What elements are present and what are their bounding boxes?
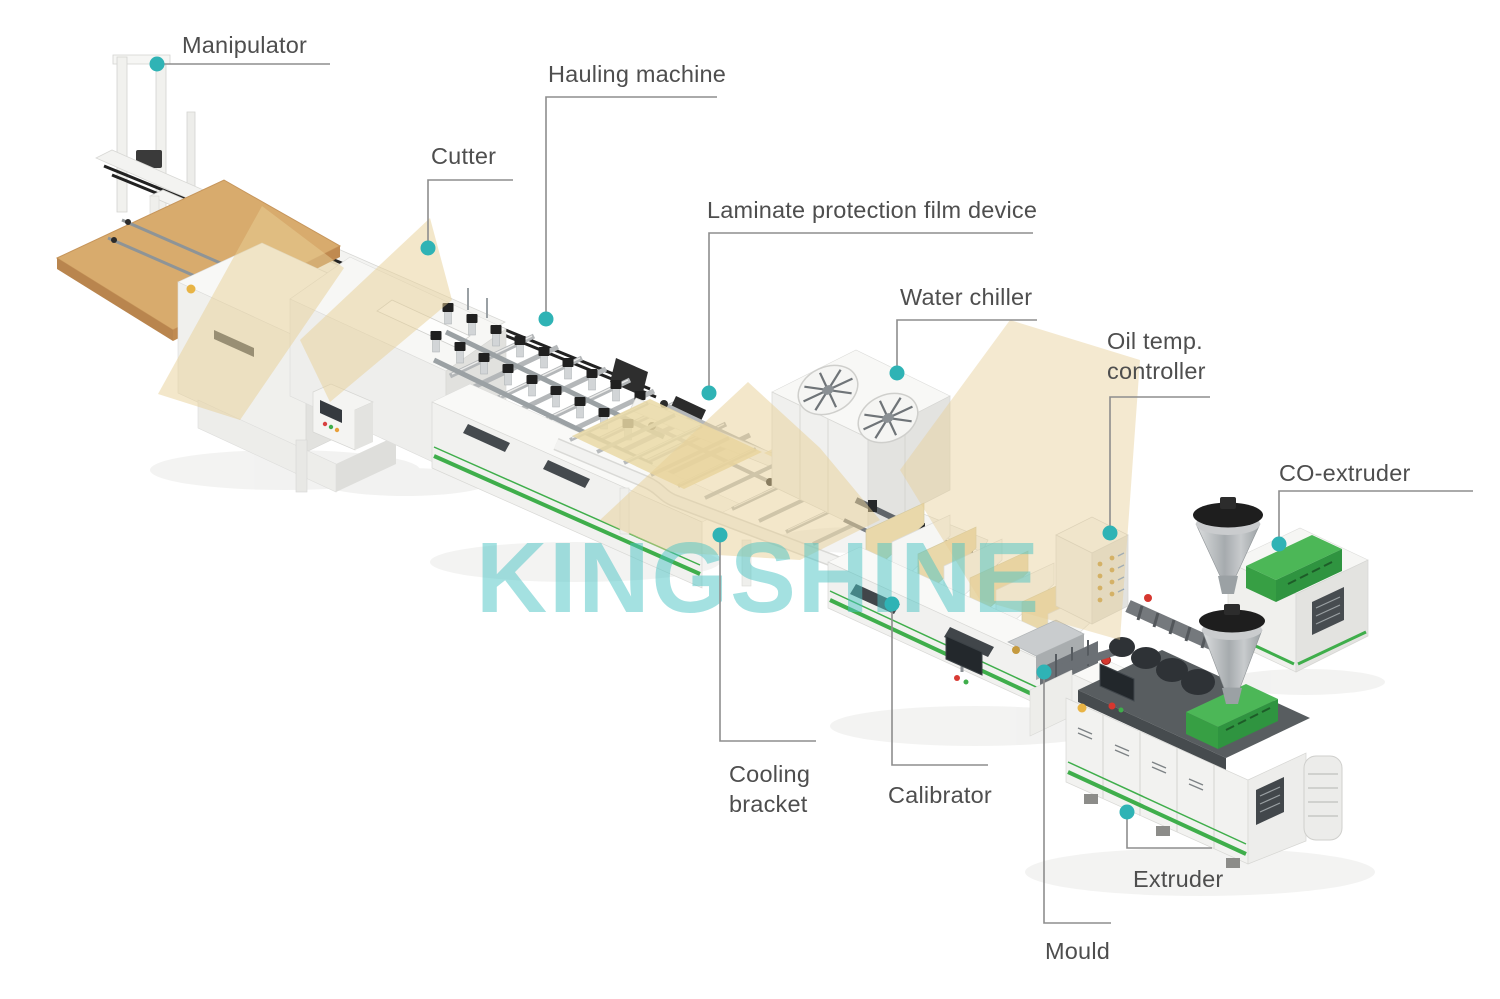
panel-vents [1077, 727, 1204, 791]
hauling-leader [545, 96, 717, 317]
oil-temp-dot [1102, 525, 1118, 541]
watermark-text: KINGSHINE [476, 522, 1041, 634]
manipulator-dot [149, 56, 165, 72]
extruder-dot [1119, 804, 1135, 820]
calibrator-leader [891, 606, 988, 766]
hauling-dot [538, 311, 554, 327]
green-hood-front [1246, 566, 1276, 602]
vent-grille [543, 460, 590, 488]
green-hood-top [1186, 684, 1278, 727]
chiller-fan [797, 364, 859, 416]
chiller-fan [857, 392, 919, 444]
co-hopper-lid [1193, 502, 1263, 528]
panel-seams [1102, 715, 1215, 849]
pedestal-screen [320, 400, 342, 423]
label-oil-temp-controller: Oil temp. controller [1107, 328, 1206, 384]
heater-dome [1181, 669, 1215, 695]
brass-fitting [1012, 646, 1020, 654]
green-stripe [1297, 630, 1367, 666]
brand-sun-logo [1077, 703, 1087, 713]
extruder-leader [1126, 814, 1212, 849]
cooling-bracket-leader [719, 537, 816, 742]
label-co-extruder: CO-extruder [1279, 460, 1411, 486]
mould-leader [1043, 674, 1111, 924]
green-hood-front [1186, 712, 1218, 749]
water-chiller-dot [889, 365, 905, 381]
laminate-dot [701, 385, 717, 401]
label-calibrator: Calibrator [888, 782, 992, 808]
green-stripe [433, 454, 701, 576]
label-mould: Mould [1045, 938, 1111, 964]
motor-cylinder [1303, 755, 1343, 841]
mould-dot [1036, 664, 1052, 680]
co-extruder-leader [1278, 490, 1473, 542]
brand-ribbon [158, 206, 1140, 640]
vent-grille [944, 627, 994, 657]
vent-grille [463, 424, 510, 452]
green-hood-side [1276, 549, 1342, 602]
heater-dome [1156, 658, 1188, 682]
annotation-dots [149, 56, 1287, 820]
label-hauling-machine: Hauling machine [548, 61, 727, 87]
label-laminate-film-device: Laminate protection film device [707, 197, 1038, 223]
extruder-screen [1099, 663, 1135, 702]
cutter-dot [420, 240, 436, 256]
co-extruder-dot [1271, 536, 1287, 552]
water-chiller-leader [896, 319, 1037, 371]
label-manipulator: Manipulator [182, 32, 307, 58]
brand-sun-logo [186, 284, 196, 294]
laminate-leader [708, 232, 1033, 391]
annotation-leaders [157, 63, 1473, 924]
green-stripe [1067, 770, 1247, 856]
calibrator-screen [945, 635, 983, 676]
machine-feet [1084, 794, 1240, 868]
cooling-bracket-dot [712, 527, 728, 543]
boom-carriage [610, 358, 648, 396]
label-extruder: Extruder [1133, 866, 1224, 892]
heater-dome [1131, 647, 1161, 669]
green-hood-top [1246, 535, 1342, 580]
green-stripe-thin [1067, 761, 1247, 845]
oil-temp-controller-cabinet [1055, 516, 1129, 625]
oil-temp-leader [1109, 396, 1210, 531]
label-cutter: Cutter [431, 143, 497, 169]
extruder-machine [1060, 604, 1343, 868]
calibrator-dot [884, 596, 900, 612]
brass-fittings [1097, 555, 1115, 603]
cutter-leader [427, 179, 513, 246]
heater-dome [1109, 637, 1135, 657]
label-water-chiller: Water chiller [900, 284, 1033, 310]
label-cooling-bracket: Cooling bracket [729, 761, 811, 817]
red-valve [1144, 594, 1152, 602]
extruder-hopper-lid [1199, 609, 1265, 633]
